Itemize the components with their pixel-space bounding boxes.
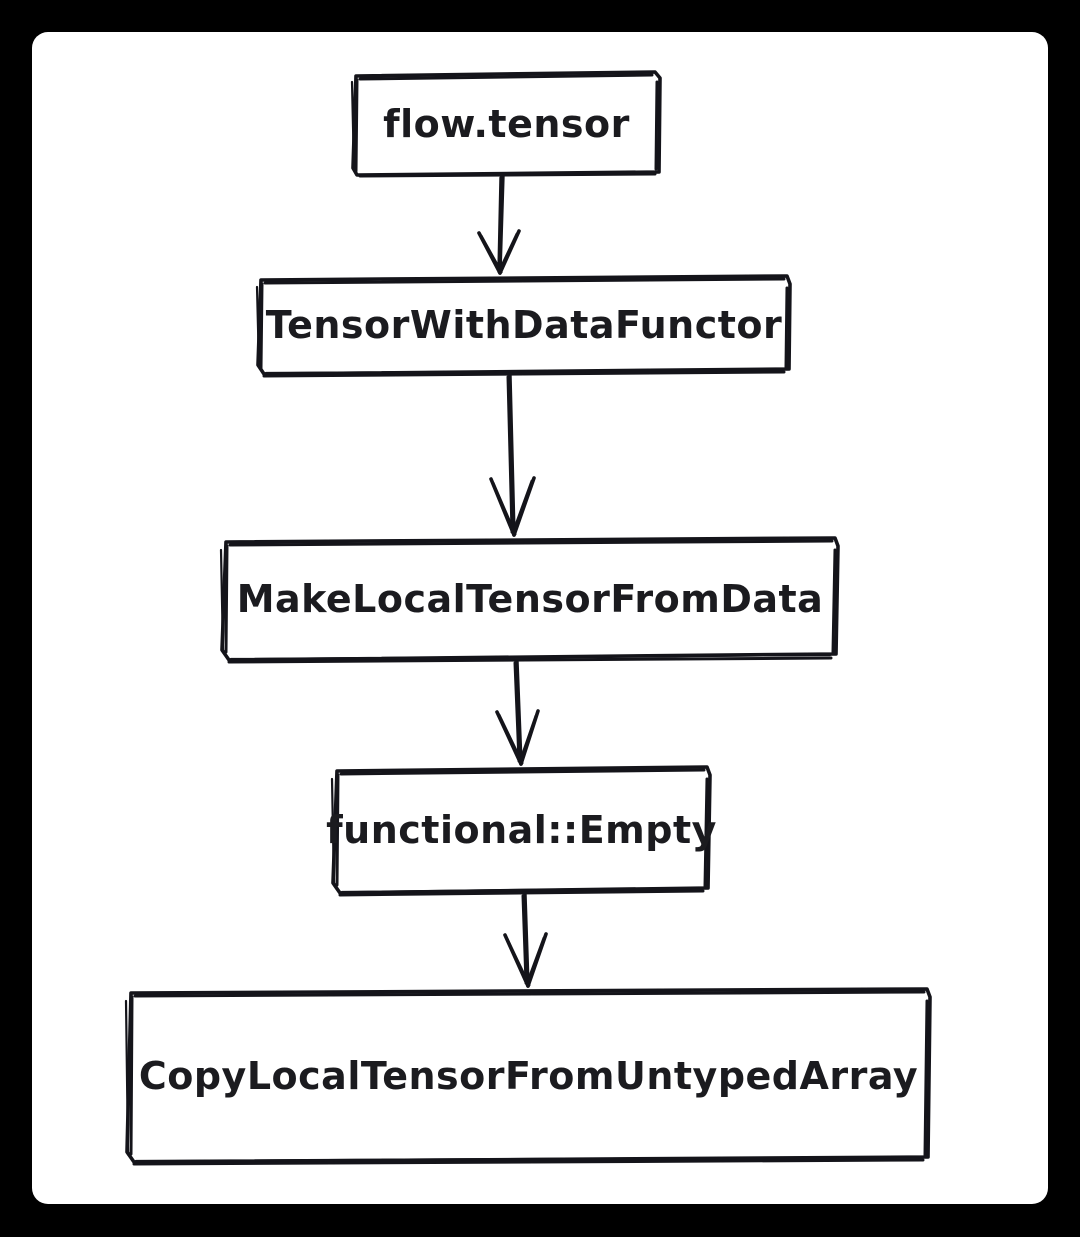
node-flow-tensor-shape[interactable]	[350, 70, 662, 178]
diagram-canvas	[32, 32, 1048, 1204]
node-copy-local-tensor-from-untyped-array-shape[interactable]	[124, 987, 932, 1166]
edge-4-arrow	[503, 892, 548, 988]
node-make-local-tensor-from-data-shape[interactable]	[219, 536, 840, 664]
node-functional-empty-shape[interactable]	[330, 765, 712, 897]
edge-1-arrow	[477, 174, 521, 275]
node-tensor-with-data-functor-shape[interactable]	[255, 274, 792, 378]
edge-3-arrow	[495, 659, 540, 766]
edge-2-arrow	[489, 373, 536, 537]
